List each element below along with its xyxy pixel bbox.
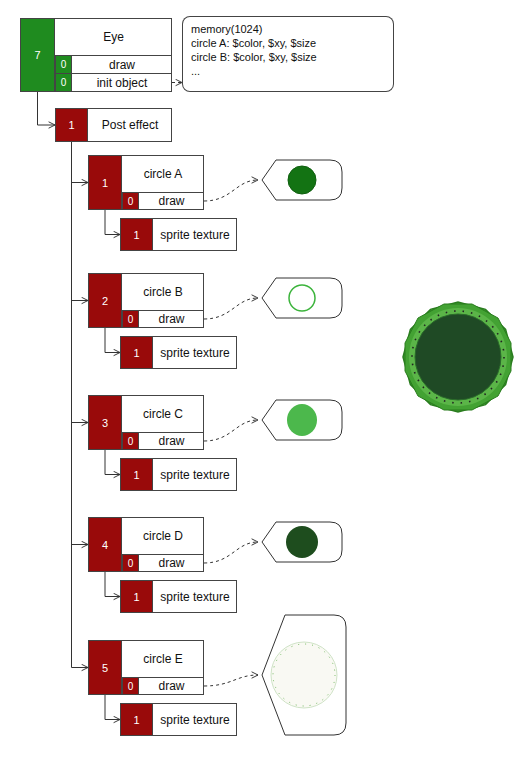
number-cell: 1: [55, 108, 88, 142]
leader-line: [204, 420, 258, 441]
preview-shapes: [262, 160, 346, 735]
object-label: sprite texture: [153, 703, 237, 736]
object-box: 1circle A0draw: [88, 155, 204, 210]
number-cell: 4: [88, 517, 122, 572]
memory-note: memory(1024)circle A: $color, $xy, $size…: [182, 16, 394, 92]
number-cell: 7: [20, 18, 55, 92]
preview-dots: [273, 644, 335, 706]
number-cell: 0: [55, 73, 72, 92]
preview-circle: [271, 642, 337, 708]
object-label: circle B: [122, 273, 204, 310]
tree-connector: [72, 142, 89, 423]
method-row: 0init object: [55, 73, 172, 92]
method-label: draw: [139, 432, 204, 450]
number-cell: 1: [120, 703, 153, 736]
leader-line: [204, 298, 258, 319]
number-cell: 1: [120, 580, 153, 613]
object-box: 5circle E0draw: [88, 640, 204, 695]
object-box: 1sprite texture: [120, 218, 237, 251]
tree-connector: [105, 450, 120, 475]
method-row: 0draw: [122, 310, 204, 328]
object-label: Post effect: [88, 108, 172, 142]
note-line: circle A: $color, $xy, $size: [191, 36, 385, 50]
note-line: memory(1024): [191, 22, 385, 36]
method-label: draw: [139, 310, 204, 328]
number-cell: 1: [88, 155, 122, 210]
method-label: init object: [72, 73, 172, 92]
number-cell: 1: [120, 458, 153, 491]
tree-connector: [105, 328, 120, 353]
preview-shape: [262, 160, 342, 200]
method-row: 0draw: [122, 554, 204, 572]
method-label: draw: [139, 554, 204, 572]
tree-connector: [72, 142, 89, 668]
preview-circle: [288, 166, 316, 194]
reference-arrow: [172, 82, 182, 83]
object-box: 1sprite texture: [120, 580, 237, 613]
object-label: sprite texture: [153, 580, 237, 613]
object-label: circle D: [122, 517, 204, 554]
object-box: 1sprite texture: [120, 703, 237, 736]
tree-connector: [105, 210, 120, 235]
method-row: 0draw: [122, 192, 204, 210]
preview-shape: [262, 615, 346, 735]
object-label: sprite texture: [153, 336, 237, 369]
leader-line: [204, 675, 258, 686]
tree-connector: [72, 142, 89, 301]
preview-shape: [262, 522, 342, 562]
tree-connector: [38, 92, 56, 125]
number-cell: 0: [122, 192, 139, 210]
object-box: 1sprite texture: [120, 336, 237, 369]
tree-connector: [72, 142, 89, 545]
method-label: draw: [72, 55, 172, 74]
object-box: 4circle D0draw: [88, 517, 204, 572]
number-cell: 1: [120, 218, 153, 251]
object-label: circle C: [122, 395, 204, 432]
object-box: 3circle C0draw: [88, 395, 204, 450]
method-label: draw: [139, 192, 204, 210]
method-row: 0draw: [55, 55, 172, 74]
preview-circle: [286, 526, 318, 558]
preview-shape: [262, 400, 342, 440]
object-box: 1sprite texture: [120, 458, 237, 491]
object-label: circle E: [122, 640, 204, 677]
object-box: 1Post effect: [55, 108, 172, 142]
method-row: 0draw: [122, 677, 204, 695]
number-cell: 0: [122, 677, 139, 695]
object-label: circle A: [122, 155, 204, 192]
number-cell: 2: [88, 273, 122, 328]
method-row: 0draw: [122, 432, 204, 450]
object-box: 7Eye0draw0init object: [20, 18, 172, 92]
preview-circle: [289, 285, 315, 311]
number-cell: 1: [120, 336, 153, 369]
tree-connector: [105, 695, 120, 720]
preview-circle: [287, 404, 317, 436]
number-cell: 3: [88, 395, 122, 450]
object-label: sprite texture: [153, 218, 237, 251]
number-cell: 0: [122, 310, 139, 328]
object-label: Eye: [55, 18, 172, 55]
object-box: 2circle B0draw: [88, 273, 204, 328]
number-cell: 0: [122, 554, 139, 572]
note-line: circle B: $color, $xy, $size: [191, 50, 385, 64]
object-label: sprite texture: [153, 458, 237, 491]
preview-shape: [262, 278, 342, 318]
leader-line: [204, 542, 258, 563]
tree-connector: [105, 572, 120, 597]
leader-line: [204, 180, 258, 201]
number-cell: 0: [55, 55, 72, 74]
note-line: ...: [191, 64, 385, 78]
number-cell: 5: [88, 640, 122, 695]
tree-connector: [72, 142, 89, 183]
number-cell: 0: [122, 432, 139, 450]
composite-circle: [403, 302, 513, 412]
method-label: draw: [139, 677, 204, 695]
